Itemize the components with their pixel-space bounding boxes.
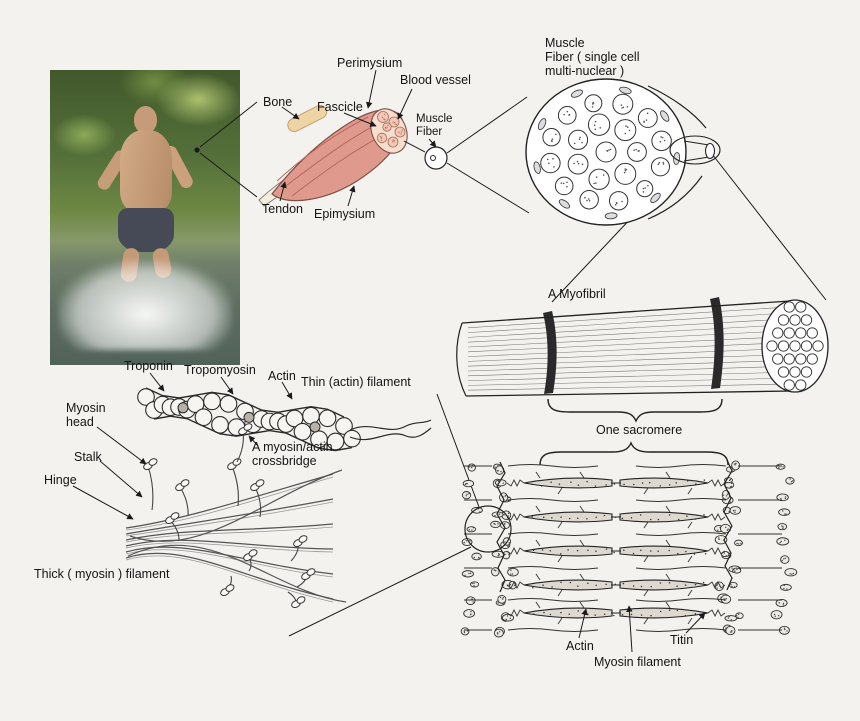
thick-filament-diagram xyxy=(125,423,347,609)
bone-shape xyxy=(287,104,328,133)
connector-lines xyxy=(194,96,827,637)
z-line xyxy=(496,461,506,593)
label-hinge: Hinge xyxy=(44,473,77,487)
label-titin: Titin xyxy=(670,633,694,647)
runner-head xyxy=(134,106,157,133)
muscle-fiber-dot xyxy=(430,155,436,161)
label-blood-vessel: Blood vessel xyxy=(400,73,471,87)
runner-photo xyxy=(50,70,240,365)
label-myosin-head: Myosin head xyxy=(66,401,106,430)
thin-filament-diagram xyxy=(137,387,432,452)
label-troponin: Troponin xyxy=(124,359,173,373)
label-bone: Bone xyxy=(263,95,293,109)
z-line xyxy=(723,459,733,591)
label-thick-filament: Thick ( myosin ) filament xyxy=(34,567,170,581)
crossbridge-highlight-circle xyxy=(464,505,512,553)
label-actin-detail: Actin xyxy=(566,639,594,653)
label-tropomyosin: Tropomyosin xyxy=(184,363,256,377)
label-pointer-arrows xyxy=(72,69,706,653)
label-tendon: Tendon xyxy=(262,202,304,216)
myofibril-highlight-ring xyxy=(669,135,721,165)
label-thin-filament: Thin (actin) filament xyxy=(301,375,411,389)
muscle-anatomy-diagram xyxy=(258,104,448,207)
label-myosin-filament: Myosin filament xyxy=(594,655,681,669)
label-perimysium: Perimysium xyxy=(337,56,403,70)
z-disc xyxy=(543,311,557,394)
label-fascicle: Fascicle xyxy=(317,100,363,114)
fascicle-cross-sections xyxy=(376,111,406,148)
runner-torso xyxy=(120,130,172,212)
sarcomere-brace-bottom xyxy=(539,441,729,466)
z-disc xyxy=(710,297,724,389)
myofibril-diagram xyxy=(456,297,829,466)
sarcomere-detail-diagram xyxy=(460,459,798,638)
label-muscle-fiber-cell: Muscle Fiber ( single cell multi-nuclear… xyxy=(545,36,640,79)
label-muscle-fiber: Muscle Fiber xyxy=(416,113,453,138)
muscle-fiber-diagram xyxy=(525,78,721,226)
label-epimysium: Epimysium xyxy=(314,207,376,221)
label-stalk: Stalk xyxy=(74,450,102,464)
label-crossbridge: A myosin/actin crossbridge xyxy=(252,440,333,469)
water-splash xyxy=(58,260,232,350)
label-actin-thin: Actin xyxy=(268,369,296,383)
sarcomere-brace-top xyxy=(547,398,723,423)
arm-marker-dot xyxy=(194,147,200,153)
runner-shorts xyxy=(118,208,174,252)
label-myofibril: A Myofibril xyxy=(548,287,606,301)
label-one-sarcomere: One sacromere xyxy=(596,423,683,437)
myofibril-cross-sections xyxy=(533,86,681,220)
